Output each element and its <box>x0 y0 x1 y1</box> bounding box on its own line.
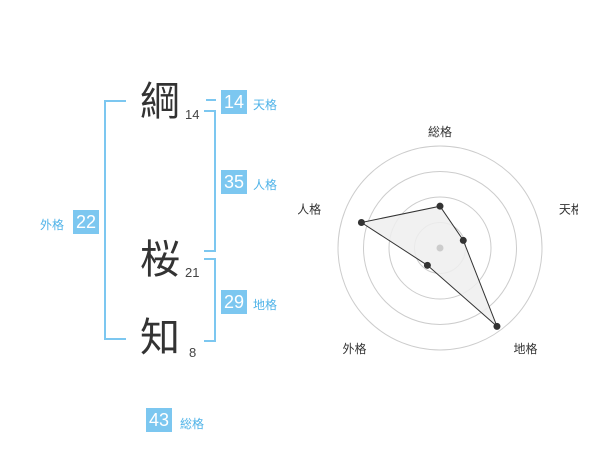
radar-point-2 <box>459 236 467 244</box>
radar-axis-label-3: 地格 <box>514 341 538 356</box>
radar-center-dot <box>436 244 444 252</box>
name-char-1: 綱 <box>140 79 180 125</box>
gaikaku-value: 22 <box>73 210 99 234</box>
soukaku-value: 43 <box>146 408 172 432</box>
radar-point-1 <box>436 202 444 210</box>
tenkaku-label: 天格 <box>253 98 278 112</box>
jinkaku-bracket <box>204 110 216 252</box>
radar-ring-3 <box>363 171 517 325</box>
gaikaku-label: 外格 <box>40 218 65 232</box>
soukaku-label: 総格 <box>180 417 205 431</box>
chikaku-bracket <box>204 258 216 342</box>
chikaku-label: 地格 <box>253 298 278 312</box>
radar-axis-label-4: 外格 <box>342 341 366 356</box>
radar-ring-4 <box>337 145 543 351</box>
radar-ring-2 <box>388 196 492 300</box>
jinkaku-label: 人格 <box>253 178 278 192</box>
chikaku-value: 29 <box>221 290 247 314</box>
radar-axis-label-2: 天格 <box>559 201 578 216</box>
tenkaku-value: 14 <box>221 90 247 114</box>
name-char-3-strokes: 8 <box>189 345 197 360</box>
gaikaku-bracket <box>104 100 126 340</box>
radar-point-5 <box>357 218 365 226</box>
radar-axis-label-5: 人格 <box>298 201 321 216</box>
name-char-2-strokes: 21 <box>185 265 200 280</box>
radar-point-4 <box>423 261 431 269</box>
name-char-3: 知 <box>140 315 180 361</box>
radar-axis-label-1: 総格 <box>428 124 452 139</box>
name-char-1-strokes: 14 <box>185 107 200 122</box>
jinkaku-value: 35 <box>221 170 247 194</box>
name-char-2: 桜 <box>140 237 180 283</box>
radar-point-3 <box>493 322 501 330</box>
tenkaku-bracket <box>206 99 216 101</box>
